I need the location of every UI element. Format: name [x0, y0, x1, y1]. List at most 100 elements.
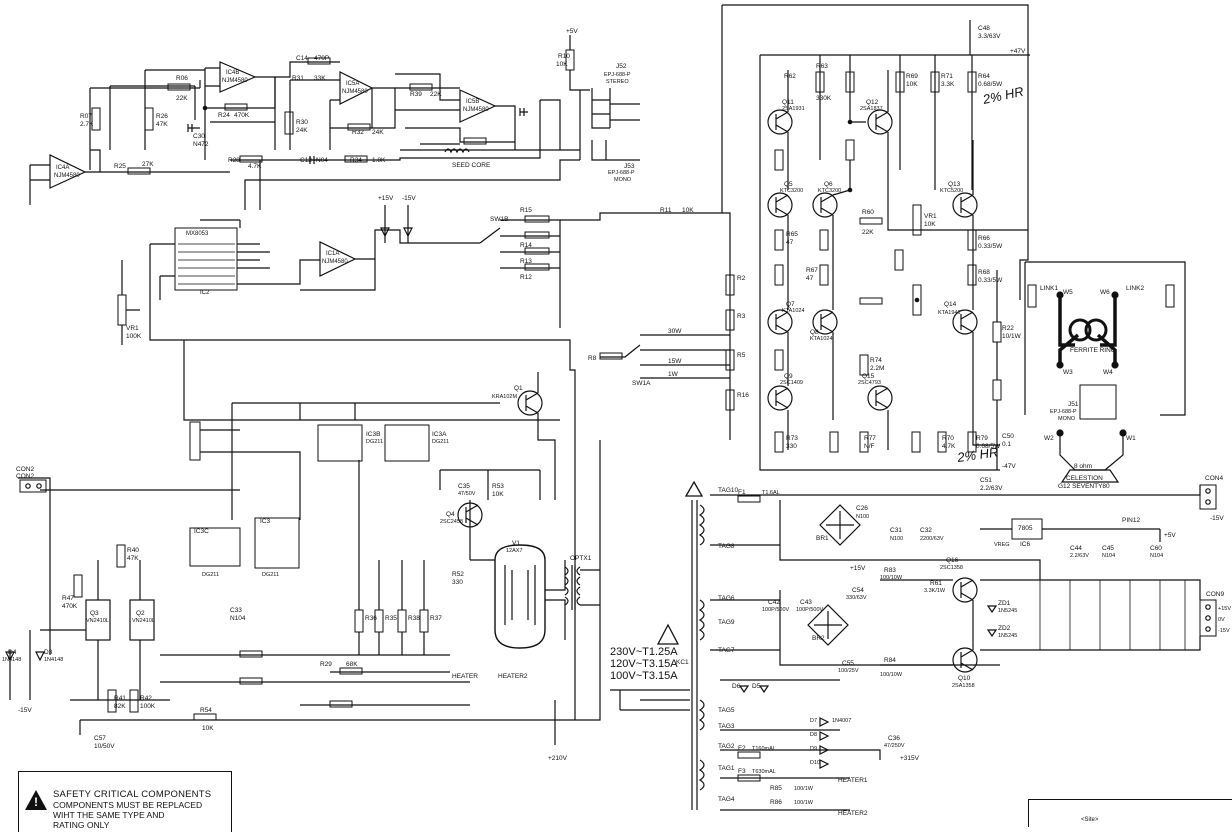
r60-label: R60	[862, 209, 874, 216]
power-supply-section: 230V~T1.25A 120V~T3.15A 100V~T3.15A TAG1…	[610, 475, 1231, 817]
c48-label: C48	[978, 25, 990, 32]
r06-label: R06	[176, 75, 188, 82]
warning-icon: !	[25, 790, 47, 810]
q14-part: KTA1941	[938, 310, 961, 316]
w5-label: W5	[1063, 289, 1073, 296]
r2-label: R2	[737, 275, 746, 282]
ic2-chip	[174, 227, 238, 291]
r8-label: R8	[588, 355, 597, 362]
w4-label: W4	[1103, 369, 1113, 376]
r71-label: R71	[941, 73, 953, 80]
safety-line-2: COMPONENTS MUST BE REPLACED	[53, 800, 203, 810]
q16-part: 2SC1358	[940, 565, 963, 571]
c51-label: C51	[980, 477, 992, 484]
ic3c-switch	[189, 527, 241, 567]
c57-value: 10/50V	[94, 743, 115, 750]
tag5-label: TAG5	[718, 707, 735, 714]
c50-value: 0.1	[1002, 441, 1011, 448]
c32-value: 2200/63V	[920, 536, 944, 542]
transistor-q6	[812, 192, 838, 218]
d9-label: D9	[810, 746, 817, 752]
r38-label: R38	[408, 615, 420, 622]
r47-value: 470K	[62, 603, 78, 610]
transistor-q13	[952, 192, 978, 218]
zd2-part: 1N5245	[998, 633, 1017, 639]
r22-label: R22	[1002, 325, 1014, 332]
con9-m15: -15V	[1218, 628, 1230, 634]
c12-value: N04	[316, 157, 328, 164]
r61-value: 3.3K/1W	[924, 588, 946, 594]
fuse-warning-icon	[684, 480, 704, 497]
c30-value: N472	[193, 141, 209, 148]
r5-label: R5	[737, 352, 746, 359]
j52-label: J52	[616, 63, 627, 70]
c54-label: C54	[852, 587, 864, 594]
j51-part: EPJ-688-P	[1050, 409, 1077, 415]
r24-label: R24	[218, 112, 230, 119]
r79-label: R79	[976, 435, 988, 442]
r31-value: 33K	[314, 75, 326, 82]
ic3a-part: DG211	[432, 439, 449, 445]
ic5a-part: NJM4580	[342, 89, 368, 95]
ic4b-part: NJM4580	[222, 78, 248, 84]
heater2b-label: HEATER2	[838, 810, 868, 817]
c55-label: C55	[842, 660, 854, 667]
tag1-label: TAG1	[718, 765, 735, 772]
c36-value: 47/250V	[884, 743, 905, 749]
r26-label: R26	[156, 113, 168, 120]
c45-value: N104	[1102, 553, 1115, 559]
fuse-warning-icon-2	[656, 623, 680, 645]
ic3b-label: IC3B	[366, 431, 380, 438]
r14-label: R14	[520, 242, 532, 249]
plus15v-label-a: +15V	[378, 195, 394, 202]
r07-value: 2.7K	[80, 121, 94, 128]
r65-label: R65	[786, 231, 798, 238]
j52-part: EPJ-688-P	[604, 72, 631, 78]
heater1-label: HEATER1	[838, 777, 868, 784]
r86-label: R86	[770, 799, 782, 806]
r40-label: R40	[127, 547, 139, 554]
ic5a-label: IC5A	[346, 81, 359, 87]
r53-label: R53	[492, 483, 504, 490]
c31-label: C31	[890, 527, 902, 534]
q12-label: Q12	[866, 99, 879, 106]
fuse-rating-120: 120V~T3.15A	[610, 658, 678, 670]
transistor-q12	[867, 109, 893, 135]
link1-label: LINK1	[1040, 285, 1058, 292]
ferrite-ring	[1058, 295, 1117, 365]
power-amp-section: +47V C48 3.3/63V	[721, 4, 1030, 492]
transistor-q9	[767, 385, 793, 411]
c60-label: C60	[1150, 545, 1162, 552]
heater2-label: HEATER2	[498, 673, 528, 680]
q11-part: 2SA1931	[782, 106, 805, 112]
plus15v-label-b: +15V	[850, 565, 866, 572]
r68-value: 0.33/5W	[978, 277, 1003, 284]
ic3b-part: DG211	[366, 439, 383, 445]
d8-label: D8	[810, 732, 817, 738]
plus5v-label: +5V	[566, 28, 578, 35]
link2-label: LINK2	[1126, 285, 1144, 292]
r67-label: R67	[806, 267, 818, 274]
transistor-q7	[767, 309, 793, 335]
r10-label: R10	[558, 53, 570, 60]
q5-label: Q5	[784, 181, 793, 188]
r71-value: 3.3K	[941, 81, 955, 88]
tag6-label: TAG6	[718, 595, 735, 602]
q3-part: VN2410L	[132, 618, 155, 624]
minus15v-label-b: -15V	[18, 707, 32, 714]
r77-label: R77	[864, 435, 876, 442]
c57-label: C57	[94, 735, 106, 742]
ic3-switch	[254, 517, 300, 569]
c31-value: N100	[890, 536, 903, 542]
sw1b-label: SW1B	[490, 216, 508, 223]
minus15v-label-a: -15V	[402, 195, 416, 202]
q6-part: KTC3200	[818, 188, 841, 194]
d7-label: D7	[810, 718, 817, 724]
r66-value: 0.33/5W	[978, 243, 1003, 250]
f1-label: F1	[738, 489, 746, 496]
br1-label: BR1	[816, 535, 829, 542]
preamp-section: IC4B NJM4580 IC5A NJM4580 IC5B NJM4580 I…	[29, 55, 580, 210]
r28-value: 4.7K	[248, 163, 262, 170]
speaker-output-section: LINK1 LINK2 W5 W6 W3 W4 FERRITE RING J51…	[1000, 130, 1186, 490]
tag2-label: TAG2	[718, 743, 735, 750]
